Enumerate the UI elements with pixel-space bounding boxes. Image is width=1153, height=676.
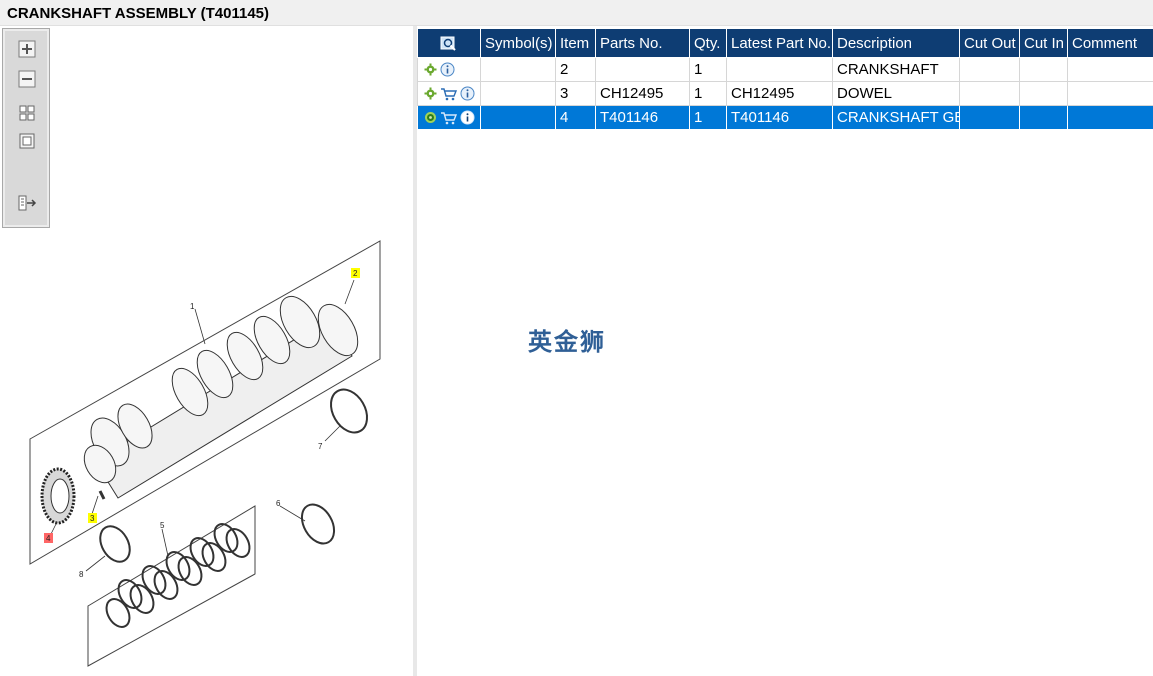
info-icon[interactable] [440,62,455,77]
callout-4[interactable]: 4 [46,534,51,543]
ring-part[interactable] [94,521,136,567]
column-header-cut-in[interactable]: Cut In [1019,28,1068,58]
zoom-in-icon [18,40,36,58]
latest-part-no-cell [726,57,833,82]
exploded-diagram: 1 2 3 4 5 6 7 8 [29,240,381,667]
comment-cell [1067,81,1153,106]
crankshaft-part[interactable] [78,290,366,499]
info-icon[interactable] [460,110,475,125]
fit-all-button[interactable] [16,103,38,123]
cut-in-cell [1019,105,1068,130]
viewer-toolbar [2,28,50,228]
description-cell: CRANKSHAFT [832,57,960,82]
parts-no-cell: CH12495 [595,81,690,106]
column-header-description[interactable]: Description [832,28,960,58]
column-header-item[interactable]: Item [555,28,596,58]
callout-3[interactable]: 3 [90,514,95,523]
column-header-qty[interactable]: Qty. [689,28,727,58]
column-header-cut-out[interactable]: Cut Out [959,28,1020,58]
cart-icon[interactable] [440,87,457,101]
cut-out-cell [959,81,1020,106]
qty-cell: 1 [689,81,727,106]
gear-icon[interactable] [424,111,437,124]
callout-1[interactable]: 1 [190,302,195,311]
gear-icon[interactable] [424,63,437,76]
parts-list-pane: Symbol(s) Item Parts No. Qty. Latest Par… [417,26,1153,676]
export-icon [18,195,37,211]
symbols-cell [480,105,556,130]
row-icons-cell [417,81,481,106]
parts-table: Symbol(s) Item Parts No. Qty. Latest Par… [417,28,1153,130]
item-cell: 2 [555,57,596,82]
callout-3-highlight [88,513,97,523]
row-icons-cell [417,105,481,130]
comment-cell [1067,57,1153,82]
square-icon [19,133,35,149]
zoom-out-button[interactable] [16,69,38,89]
column-header-symbols[interactable]: Symbol(s) [480,28,556,58]
grid-icon [19,105,35,121]
zoom-in-button[interactable] [16,39,38,59]
comment-cell [1067,105,1153,130]
callout-6[interactable]: 6 [276,499,281,508]
cut-out-cell [959,57,1020,82]
latest-part-no-cell: T401146 [726,105,833,130]
parts-no-cell [595,57,690,82]
cut-in-cell [1019,81,1068,106]
fit-window-button[interactable] [16,131,38,151]
main-bearings-part[interactable] [102,520,254,631]
symbols-cell [480,81,556,106]
table-row-selected[interactable]: 4 T401146 1 T401146 CRANKSHAFT GEA [417,105,1153,130]
table-header-row: Symbol(s) Item Parts No. Qty. Latest Par… [417,28,1153,58]
callout-2[interactable]: 2 [353,269,358,278]
dowel-part[interactable] [98,490,106,500]
watermark: 英金狮 [528,328,606,356]
column-header-parts-no[interactable]: Parts No. [595,28,690,58]
diagram-pane[interactable]: 1 2 3 4 5 6 7 8 [0,26,413,676]
thrust-ring-part[interactable] [324,383,375,439]
row-icons-cell [417,57,481,82]
cut-out-cell [959,105,1020,130]
column-header-comment[interactable]: Comment [1067,28,1153,58]
cut-in-cell [1019,57,1068,82]
latest-part-no-cell: CH12495 [726,81,833,106]
crankshaft-gear-part[interactable] [40,467,76,525]
column-header-search[interactable] [417,28,481,58]
cart-icon[interactable] [440,111,457,125]
title-bar: CRANKSHAFT ASSEMBLY (T401145) [0,0,1153,26]
item-cell: 3 [555,81,596,106]
zoom-out-icon [18,70,36,88]
symbols-cell [480,57,556,82]
crankshaft-panel [29,240,381,565]
callout-4-highlight [44,533,53,543]
callout-5[interactable]: 5 [160,521,165,530]
qty-cell: 1 [689,57,727,82]
page-title: CRANKSHAFT ASSEMBLY (T401145) [7,5,270,22]
pane-splitter[interactable] [413,26,417,676]
bearing-panel [87,505,256,667]
description-cell: CRANKSHAFT GEA [832,105,960,130]
column-header-latest-part-no[interactable]: Latest Part No. [726,28,833,58]
callout-2-highlight [351,268,360,278]
description-cell: DOWEL [832,81,960,106]
callout-8[interactable]: 8 [79,570,84,579]
export-button[interactable] [16,193,38,213]
item-cell: 4 [555,105,596,130]
thrust-washer-part[interactable] [295,499,340,549]
parts-no-cell: T401146 [595,105,690,130]
qty-cell: 1 [689,105,727,130]
table-row[interactable]: 3 CH12495 1 CH12495 DOWEL [417,81,1153,106]
table-row[interactable]: 2 1 CRANKSHAFT [417,57,1153,82]
search-icon [440,36,456,51]
callout-7[interactable]: 7 [318,442,323,451]
gear-icon[interactable] [424,87,437,100]
info-icon[interactable] [460,86,475,101]
